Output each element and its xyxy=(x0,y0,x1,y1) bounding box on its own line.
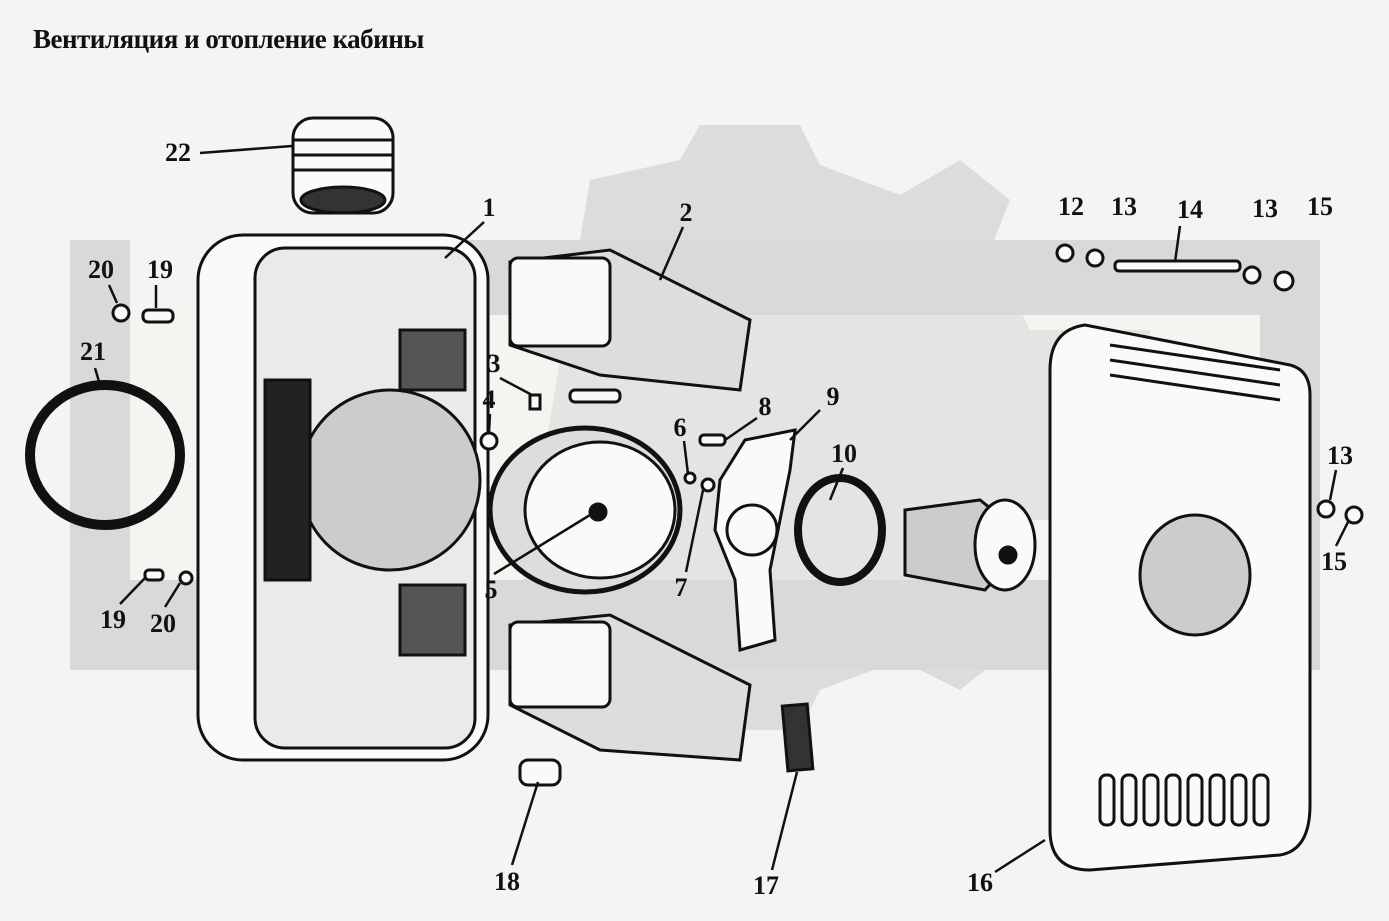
callout-16: 16 xyxy=(967,868,993,897)
callout-18: 18 xyxy=(494,867,520,896)
part-16-cover xyxy=(1048,323,1312,872)
part-17-plate xyxy=(780,702,815,773)
part-9-bracket xyxy=(713,428,797,652)
callout-15b: 15 xyxy=(1321,547,1347,576)
part-22-sleeve xyxy=(291,116,395,215)
callout-3: 3 xyxy=(487,349,501,378)
callout-22: 22 xyxy=(165,138,191,167)
callout-19: 19 xyxy=(147,255,173,284)
callout-14: 14 xyxy=(1177,195,1203,224)
part-21-ring xyxy=(25,380,185,530)
callout-15: 15 xyxy=(1307,192,1333,221)
callout-7: 7 xyxy=(674,573,688,602)
callout-19b: 19 xyxy=(100,605,126,634)
callout-20: 20 xyxy=(88,255,114,284)
callout-13: 13 xyxy=(1111,192,1137,221)
callout-4: 4 xyxy=(482,385,496,414)
part-5-fan xyxy=(487,425,683,595)
callout-12: 12 xyxy=(1058,192,1084,221)
callout-2: 2 xyxy=(679,198,693,227)
small-hardware xyxy=(111,243,1364,586)
part-18-radiator-lower xyxy=(508,613,752,787)
diagram-title: Вентиляция и отопление кабины xyxy=(33,24,424,54)
leader-lines xyxy=(93,144,1350,874)
part-2-radiator xyxy=(508,248,752,392)
part-motor xyxy=(903,498,1037,592)
callout-17: 17 xyxy=(753,871,779,900)
callout-1: 1 xyxy=(482,193,496,222)
callout-5: 5 xyxy=(484,575,498,604)
callout-13c: 13 xyxy=(1327,441,1353,470)
callout-9: 9 xyxy=(826,382,840,411)
part-1-housing xyxy=(196,233,490,762)
callout-13b: 13 xyxy=(1252,194,1278,223)
callout-10: 10 xyxy=(831,439,857,468)
callout-21: 21 xyxy=(80,337,106,366)
callout-8: 8 xyxy=(758,392,772,421)
callout-6: 6 xyxy=(673,413,687,442)
callout-20b: 20 xyxy=(150,609,176,638)
